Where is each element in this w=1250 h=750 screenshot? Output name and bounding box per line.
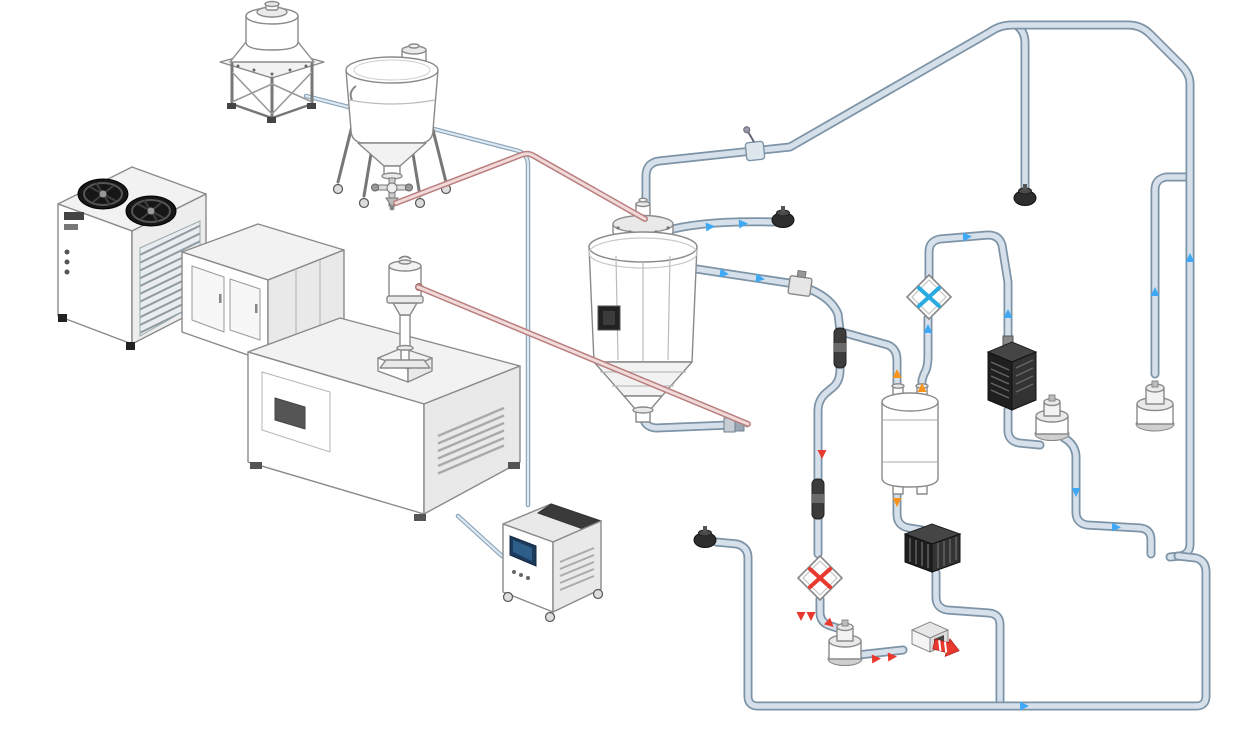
blower	[827, 619, 863, 666]
mixing-tank	[332, 43, 452, 211]
casters	[332, 183, 452, 209]
flow-arrow-red	[796, 612, 806, 621]
fan-icon	[77, 178, 129, 210]
dehumidifier-tank	[881, 383, 939, 495]
pipe-devices	[693, 126, 1175, 666]
cooling-tower	[219, 0, 325, 123]
pipe-hopper-discharge	[643, 414, 730, 428]
pipe-bottom-run	[716, 542, 1206, 706]
flow-arrow-red	[806, 612, 816, 621]
cyclone-separator	[1013, 184, 1037, 206]
cabinet-door	[229, 278, 261, 341]
fan-icon	[125, 195, 177, 227]
blower	[1034, 394, 1070, 441]
chiller	[57, 166, 207, 350]
mold-temp-controller	[502, 503, 604, 623]
tank-valve-manifold	[371, 177, 413, 211]
chiller-control-panel	[64, 212, 84, 275]
pipe-heater-to-blower1	[1008, 410, 1040, 445]
inline-filter	[811, 478, 825, 520]
heat-exchanger-blue	[905, 273, 953, 321]
finned-heater	[903, 523, 962, 573]
pipe-network	[643, 25, 1206, 706]
striped-exhaust-arrow	[932, 638, 960, 657]
red-x-icon	[808, 567, 832, 589]
blower	[1135, 380, 1175, 432]
injection-molding-machine	[181, 223, 521, 521]
tower-frame	[227, 62, 316, 123]
casters	[502, 588, 604, 623]
cyclone-separator	[771, 206, 795, 228]
valve-block	[787, 270, 813, 297]
pipe-hopper-to-separator	[662, 222, 775, 232]
controller-vents	[559, 547, 595, 591]
hose-feed	[396, 154, 645, 219]
machine-vents	[437, 406, 505, 475]
pipe-top-branch-down	[1016, 25, 1025, 192]
blue-x-icon	[917, 286, 941, 308]
hopper-loader	[379, 255, 431, 369]
heat-exchanger-red	[796, 554, 844, 602]
flow-arrows	[705, 219, 1195, 711]
pipe-tank-top-left	[845, 333, 897, 400]
machine-panel-window	[274, 397, 306, 430]
tank-handle	[349, 85, 357, 101]
water-line-controller	[458, 516, 502, 556]
pipe-blower3-out	[858, 650, 903, 655]
damper-valve	[743, 126, 766, 162]
finned-heater	[986, 335, 1038, 411]
tower-bolts	[236, 64, 308, 76]
pipe-blower2-intake	[1155, 177, 1190, 374]
pipe-blower1-out	[1064, 438, 1151, 554]
cyclone-separator	[693, 526, 717, 548]
drying-hopper	[588, 197, 698, 423]
cabinet-door	[191, 265, 225, 333]
inline-filter	[833, 327, 847, 369]
